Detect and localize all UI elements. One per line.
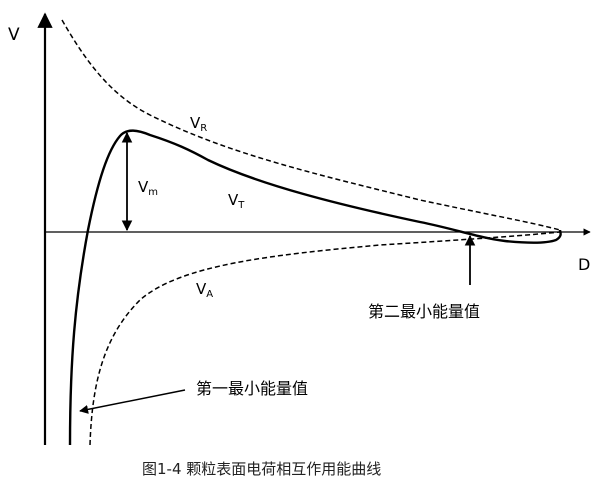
secondary-minimum-label: 第二最小能量值 xyxy=(368,302,480,321)
series-vr-curve xyxy=(61,19,561,231)
series-va-label: VA xyxy=(196,280,213,300)
figure-caption: 图1-4 颗粒表面电荷相互作用能曲线 xyxy=(142,460,381,478)
primary-minimum-label: 第一最小能量值 xyxy=(196,379,308,398)
energy-barrier-label: Vm xyxy=(138,178,158,198)
series-va-curve xyxy=(89,231,561,446)
y-axis-label: V xyxy=(8,25,20,45)
series-vt-label: VT xyxy=(228,191,245,211)
series-vt-curve xyxy=(68,129,562,446)
primary-minimum-arrow xyxy=(79,389,186,414)
series-vr-label: VR xyxy=(190,114,207,134)
x-axis-label: D xyxy=(578,255,590,274)
